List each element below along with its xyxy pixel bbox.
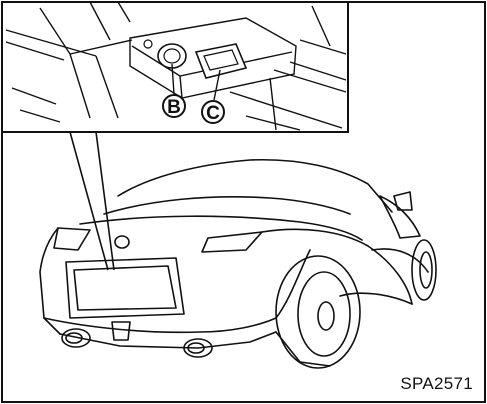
front-wheel-tire [411,239,437,301]
rear-wheel-hub [317,301,335,331]
callout-circle-b [162,94,186,118]
car-left-side [39,227,61,335]
license-plate-surround [65,257,185,319]
front-wheel-rim [419,251,433,289]
exhaust-left-inner [65,332,83,344]
callout-label-b: B [167,97,181,118]
side-mirror [393,191,413,211]
car-trunk-edge [79,215,363,241]
rear-reflector [111,321,131,341]
car-right-fender-top [261,228,413,305]
leader-line-c [213,69,221,101]
detail-inset: B C [2,1,349,133]
car-side-window [379,195,421,239]
car-bumper-line [43,317,277,334]
rear-wheel-tire [275,255,361,369]
inset-screw [143,39,153,49]
exhaust-right-outer [183,338,213,358]
car-bumper-bottom [59,331,277,349]
left-tail-lamp [53,227,91,251]
callout-label-c: C [206,103,220,124]
rear-socket-c [194,43,248,79]
car-rear-window-bottom [103,196,351,215]
license-plate-recess [73,265,177,311]
figure-code-label: SPA2571 [400,374,473,393]
callout-circle-c [201,100,225,124]
car-emblem [114,235,130,249]
inset-bumper-lines [5,1,347,131]
exhaust-left-outer [61,328,91,348]
car-side-body-line [371,248,429,273]
leader-line-b [171,63,175,95]
detail-pointer-lines [69,131,115,271]
car-roofline [117,158,393,213]
rear-wheel-rim [297,271,351,357]
right-tail-lamp [201,231,263,253]
exhaust-right-inner [187,342,205,354]
car-lower-body [275,331,331,367]
car-rear-view [39,158,437,369]
car-rocker-line [339,292,413,305]
car-right-quarter [275,249,311,319]
